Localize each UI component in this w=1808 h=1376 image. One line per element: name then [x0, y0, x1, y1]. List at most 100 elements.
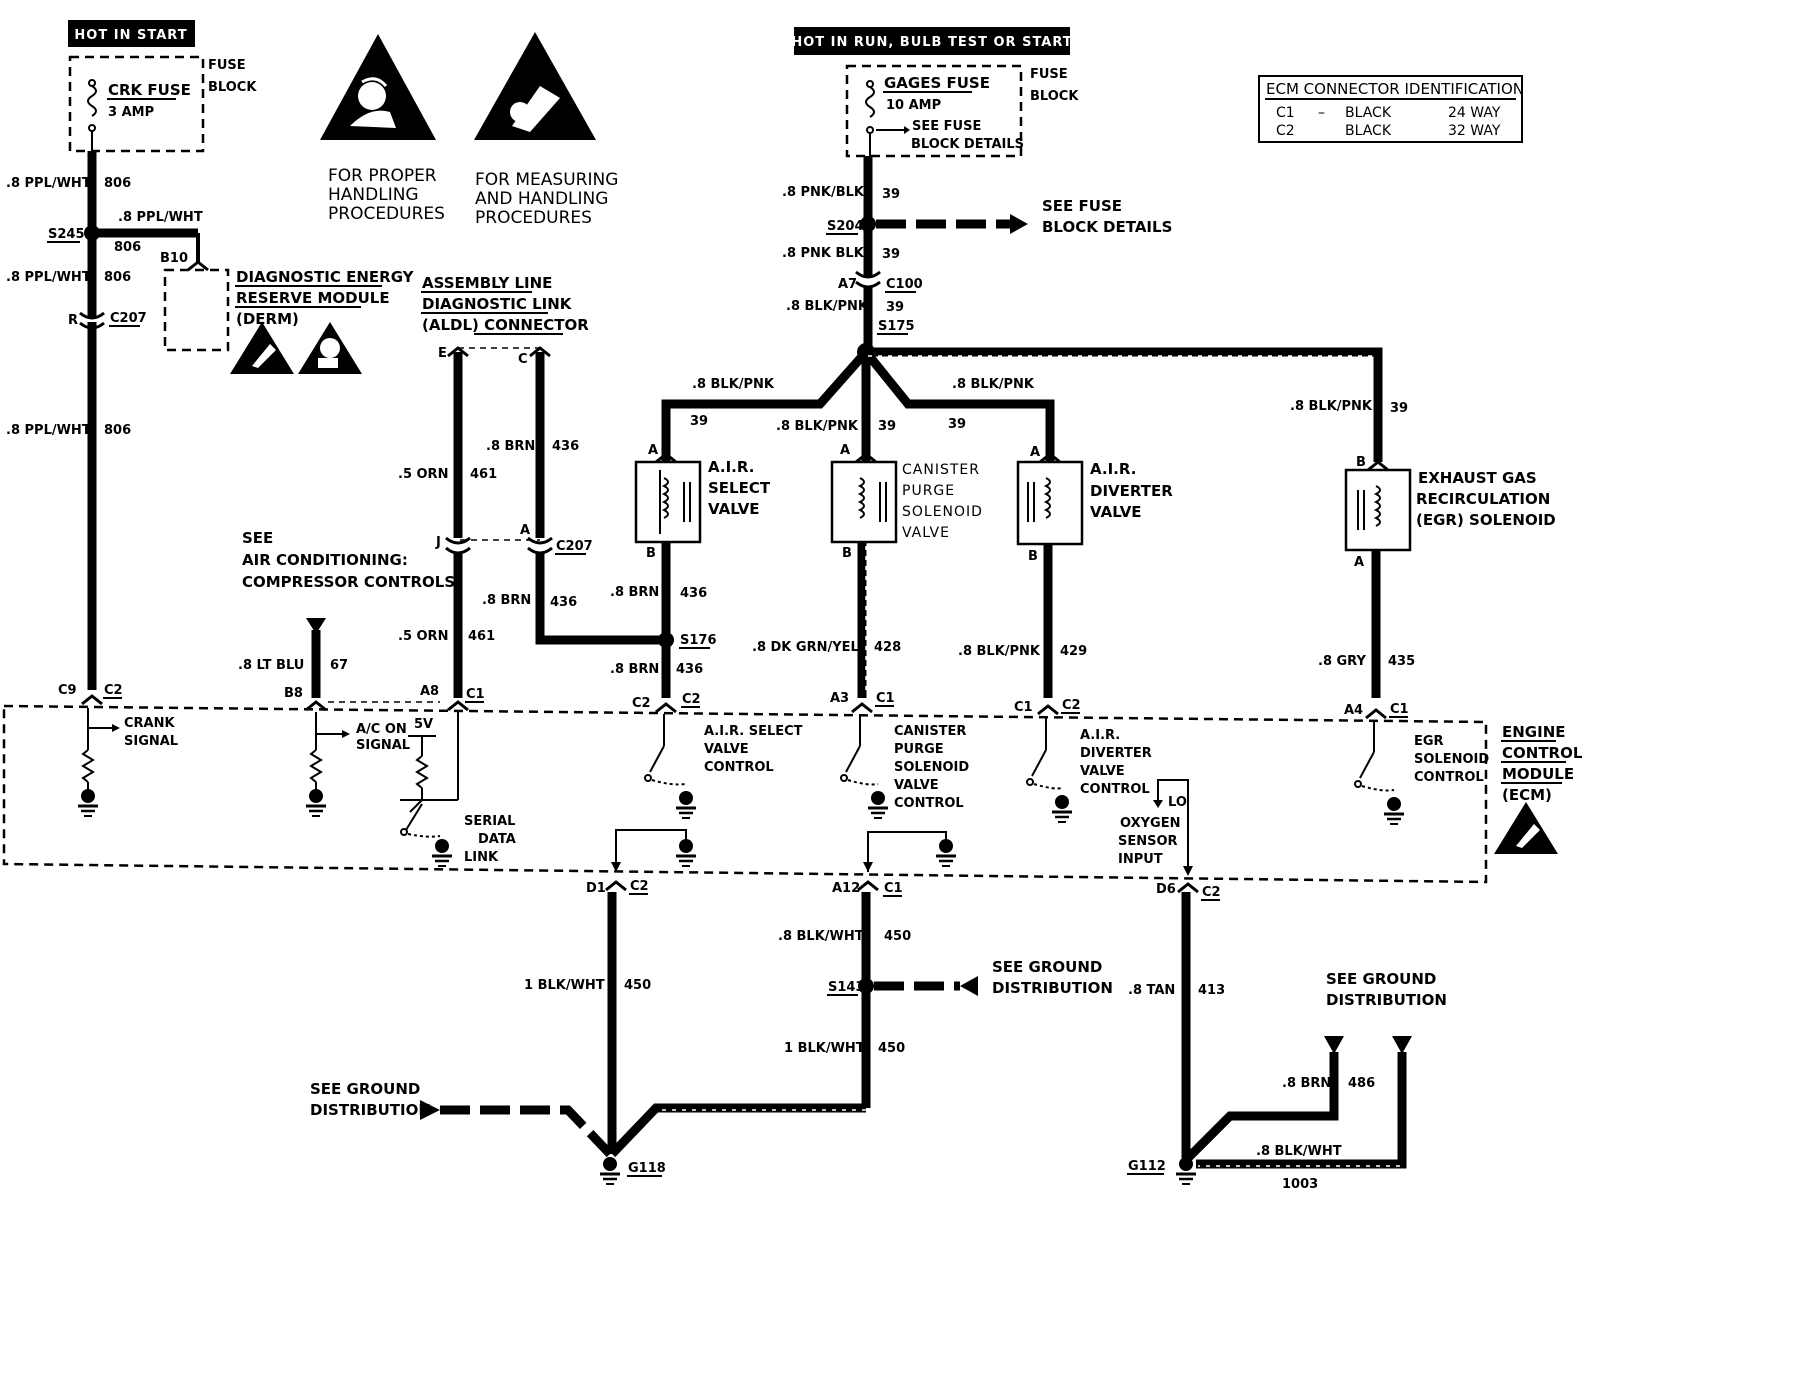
- wire-39-d: 39: [1390, 401, 1408, 416]
- c1-label-c: C1: [1390, 702, 1409, 717]
- aldl-label-1: ASSEMBLY LINE: [422, 274, 552, 292]
- air-select-label-2: SELECT: [708, 479, 771, 497]
- wire-429-label: 429: [1060, 644, 1087, 659]
- wire-436-a: 436: [680, 586, 707, 601]
- ecm-label-1: ENGINE: [1502, 723, 1566, 741]
- c2-label-e: C2: [1202, 885, 1221, 900]
- s204-label: S204: [827, 219, 864, 234]
- serial-label-1: SERIAL: [464, 814, 515, 829]
- c2-label-d: C2: [630, 879, 649, 894]
- measure-warning-triangle: [474, 32, 596, 140]
- s143-label: S143: [828, 980, 865, 995]
- canister-label-4: VALVE: [902, 525, 950, 541]
- a4-label: A4: [1344, 703, 1363, 718]
- o2-label-3: INPUT: [1118, 852, 1163, 867]
- wire-428-label: 428: [874, 640, 901, 655]
- wire-436-b: 436: [676, 662, 703, 677]
- wire-tan: .8 TAN: [1128, 983, 1175, 998]
- wire-gry: .8 GRY: [1318, 654, 1366, 669]
- airsel-ctl-3: CONTROL: [704, 760, 774, 775]
- c207-label-1: C207: [110, 311, 147, 326]
- block-details-big: BLOCK DETAILS: [1042, 218, 1172, 236]
- wire-dk-grn-yel: .8 DK GRN/YEL: [752, 640, 859, 655]
- hot-in-start-banner: [68, 20, 195, 47]
- wire-806-2: 806: [114, 240, 141, 255]
- ground-icon: [866, 789, 890, 820]
- hot-in-run-label: HOT IN RUN, BULB TEST OR START: [791, 35, 1072, 50]
- wire-450-b: 450: [884, 929, 911, 944]
- s245-label: S245: [48, 227, 85, 242]
- a7-label: A7: [838, 277, 857, 292]
- c100-label: C100: [886, 277, 923, 292]
- ecm-row1-color: BLACK: [1345, 105, 1392, 121]
- wire-ppl-wht-3: .8 PPL/WHT: [6, 270, 91, 285]
- wire-ppl-wht-4: .8 PPL/WHT: [6, 423, 91, 438]
- egr-label-1: EXHAUST GAS: [1418, 469, 1537, 487]
- crk-fuse-block: [68, 55, 205, 153]
- see-gd-right-1: SEE GROUND: [1326, 970, 1436, 988]
- ground-icon: [304, 787, 328, 818]
- wire-461-b: 461: [468, 629, 495, 644]
- wire-1003-label: 1003: [1282, 1177, 1318, 1192]
- fuse-block-label: FUSE: [208, 58, 246, 73]
- wire-413-label: 413: [1198, 983, 1225, 998]
- s176-label: S176: [680, 633, 717, 648]
- see-gd-s143-2: DISTRIBUTION: [992, 979, 1113, 997]
- d6-label: D6: [1156, 882, 1176, 897]
- block-details-small: BLOCK DETAILS: [911, 137, 1024, 152]
- egr-ctl-1: EGR: [1414, 734, 1444, 749]
- wire-blk-pnk-e: .8 BLK/PNK: [958, 644, 1041, 659]
- air-select-pin-b: B: [646, 546, 656, 561]
- ecm-row1-way: 24 WAY: [1448, 105, 1501, 121]
- aldl-pin-c: C: [518, 352, 528, 367]
- canister-label-3: SOLENOID: [902, 504, 983, 520]
- esd-warning-icon: [230, 322, 294, 374]
- wire-brn-c: .8 BRN: [486, 439, 535, 454]
- wire-435-label: 435: [1388, 654, 1415, 669]
- ecm-boundary: [2, 704, 1488, 884]
- ground-icon: [1050, 793, 1074, 824]
- ground-icon: [76, 787, 100, 818]
- airsel-ctl-1: A.I.R. SELECT: [704, 724, 803, 739]
- wire-orn-b: .5 ORN: [398, 629, 448, 644]
- g112-label: G112: [1128, 1159, 1166, 1174]
- egr-pin-a: A: [1354, 555, 1364, 570]
- wire-orn-a: .5 ORN: [398, 467, 448, 482]
- five-v-label: 5V: [414, 717, 433, 732]
- a12-label: A12: [832, 881, 860, 896]
- ground-icon: [934, 837, 958, 868]
- wire-39-label-1: 39: [882, 187, 900, 202]
- wire-39-c: 39: [948, 417, 966, 432]
- egr-ctl-3: CONTROL: [1414, 770, 1484, 785]
- r-pin-label: R: [68, 313, 78, 328]
- gages-fuse-block: [845, 64, 1023, 158]
- see-ac-label-3: COMPRESSOR CONTROLS: [242, 573, 455, 591]
- ac-on-label-2: SIGNAL: [356, 738, 410, 753]
- wire-450-c: 450: [878, 1041, 905, 1056]
- crank-label-2: SIGNAL: [124, 734, 178, 749]
- ecm-row2-color: BLACK: [1345, 123, 1392, 139]
- splice-s204: [860, 216, 876, 232]
- crk-fuse-amp: 3 AMP: [108, 105, 154, 120]
- air-select-label-3: VALVE: [708, 500, 760, 518]
- wire-brn-b: .8 BRN: [610, 662, 659, 677]
- airsel-ctl-2: VALVE: [704, 742, 749, 757]
- ground-icon: [1382, 795, 1406, 826]
- air-select-label-1: A.I.R.: [708, 458, 754, 476]
- hand-warning-triangle: [320, 34, 436, 140]
- splice-s143: [858, 978, 874, 994]
- see-gd-right-2: DISTRIBUTION: [1326, 991, 1447, 1009]
- c1-label-b: C1: [876, 691, 895, 706]
- b10-label: B10: [160, 251, 188, 266]
- air-select-pin-a: A: [648, 443, 658, 458]
- wire-436-c: 436: [552, 439, 579, 454]
- air-diverter-label-3: VALVE: [1090, 503, 1142, 521]
- gages-fuse-label: GAGES FUSE: [884, 74, 990, 92]
- wire-blk-pnk-a: .8 BLK/PNK: [692, 377, 775, 392]
- proper-line-3: PROCEDURES: [328, 204, 445, 224]
- aldl-pin-e: E: [438, 346, 447, 361]
- measure-line-2: AND HANDLING: [475, 189, 608, 209]
- wire-blk-wht-1b: 1 BLK/WHT: [784, 1041, 865, 1056]
- see-ac-label-1: SEE: [242, 529, 273, 547]
